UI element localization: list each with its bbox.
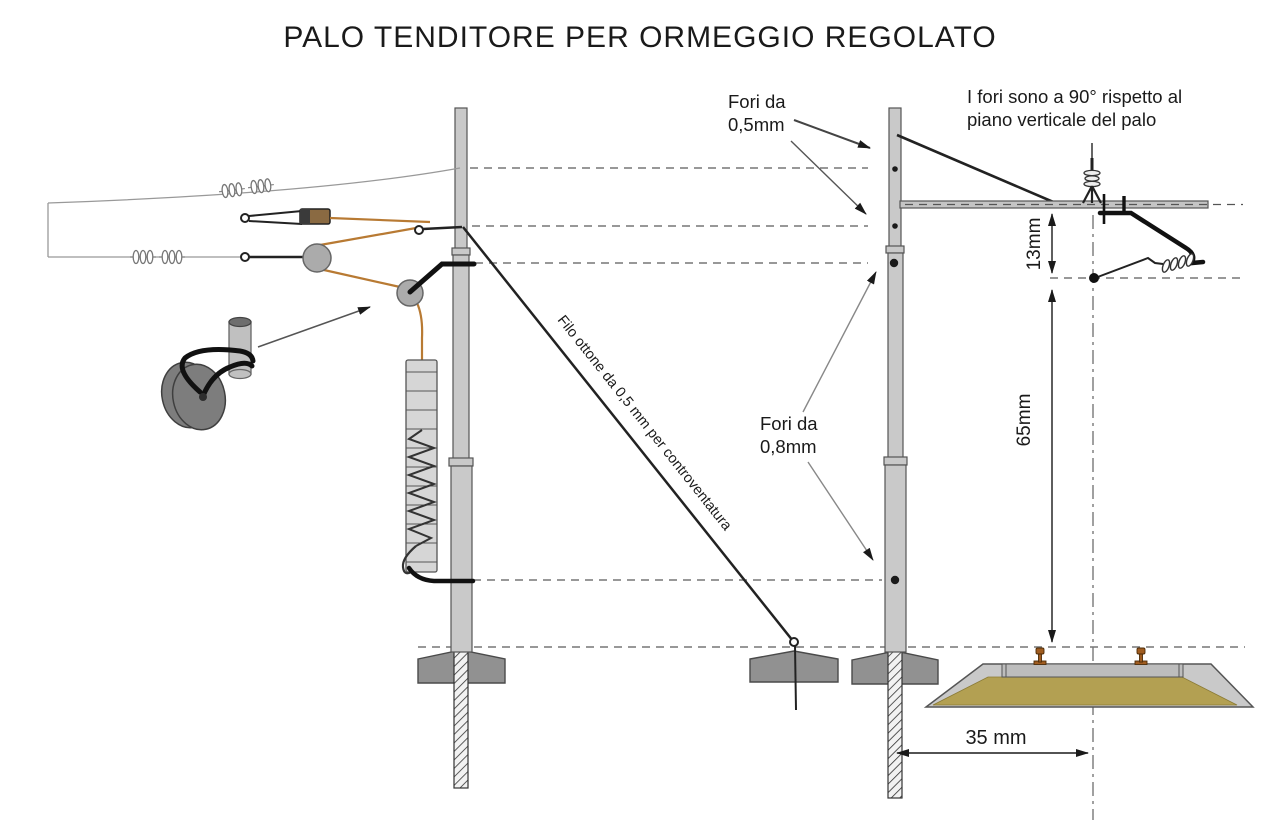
detail-callout-arrow (257, 306, 371, 348)
roadbed-slab (1001, 663, 1184, 678)
label-holes-0_5mm-line1: Fori da (728, 91, 786, 112)
hole-0_5mm-lower (892, 223, 898, 229)
pulley-mount-detail (160, 306, 371, 431)
pulley-bracket (407, 261, 477, 295)
guy-anchor-rod (794, 645, 797, 711)
hole-0_8mm-upper (889, 258, 899, 268)
span-wires (47, 167, 461, 265)
brass-wire-upper (329, 216, 431, 224)
leader-arrow-hole4 (807, 461, 874, 561)
eyelet-icon (240, 213, 250, 223)
drop-wire (1097, 210, 1206, 266)
cantilever-assembly (896, 133, 1243, 283)
pole-tie (422, 225, 463, 231)
eyelet-icon (414, 225, 424, 235)
leader-arrow-hole2 (790, 140, 867, 215)
guy-wire (462, 226, 799, 711)
left-pole-mid-section (452, 254, 470, 464)
guy-wire-label: Filo ottone da 0,5 mm per controventatur… (554, 313, 735, 535)
bar-insulator-icon (1082, 143, 1102, 204)
brass-wire-p1-bottom (323, 268, 401, 289)
brass-wire-p1-top (319, 226, 417, 247)
mount-wire-strand-1 (200, 360, 255, 399)
coil-spring (406, 429, 437, 547)
leader-arrow-hole3 (802, 271, 877, 413)
rail-right (1134, 647, 1148, 665)
right-pole-collar (885, 245, 905, 254)
label-holes-0_8mm-line1: Fori da (760, 413, 818, 434)
left-pole-collar (451, 247, 471, 256)
pulley-1 (302, 243, 332, 273)
cantilever-bar (899, 200, 1209, 209)
spring-box (401, 359, 476, 584)
right-pole-sleeve-cap (883, 456, 908, 466)
messenger-wire (47, 167, 461, 204)
pulley-rig (240, 225, 477, 430)
right-pole (883, 107, 908, 653)
turnbuckle-band (300, 209, 310, 224)
spring-pole-tie (406, 565, 476, 584)
left-pole-top-section (454, 107, 468, 255)
page-title: PALO TENDITORE PER ORMEGGIO REGOLATO (283, 21, 996, 54)
anchor-point (1089, 273, 1099, 283)
label-holes-0_5mm-line2: 0,5mm (728, 114, 785, 135)
post-top (228, 316, 252, 328)
post-bottom (228, 368, 252, 380)
note-line2: piano verticale del palo (967, 109, 1156, 130)
right-pole-mid-section (887, 252, 904, 460)
spring-hook (401, 545, 417, 575)
left-pole-sleeve-cap (448, 457, 474, 467)
stay-wire (896, 133, 1059, 206)
left-pole-buried-rod (453, 649, 469, 789)
hole-0_5mm-upper (892, 166, 898, 172)
tension-spring-icon (1161, 253, 1195, 273)
left-pole-sleeve (450, 465, 473, 653)
right-pole-buried-rod (887, 649, 903, 799)
note-line1: I fori sono a 90° rispetto al (967, 86, 1182, 107)
anchor-tie-wire (1094, 256, 1164, 279)
dimensions (896, 213, 1089, 757)
foundation-blocks (417, 649, 939, 685)
brass-wire-to-spring (415, 302, 424, 430)
rail-left (1033, 647, 1047, 665)
mount-wire-strand-2 (179, 347, 256, 395)
hole-0_8mm-lower (890, 575, 900, 585)
leader-arrow-hole1 (793, 119, 871, 149)
track-cross-section (923, 647, 1255, 708)
left-pole (448, 107, 474, 653)
dim-label-35mm: 35 mm (965, 727, 1026, 749)
dim-label-13mm: 13mm (1024, 218, 1045, 271)
guy-wire-line (462, 226, 794, 642)
pulley-hub (199, 393, 207, 401)
right-pole-sleeve (884, 464, 907, 653)
label-holes-0_8mm-line2: 0,8mm (760, 436, 817, 457)
eyelet-icon (789, 637, 799, 647)
pole-holes (889, 166, 900, 585)
dim-label-65mm: 65mm (1014, 394, 1035, 447)
annotations: Fori da 0,5mm Fori da 0,8mm I fori sono … (554, 86, 1182, 561)
turnbuckle (240, 208, 431, 225)
guide-dashed-lines (418, 167, 1245, 648)
guy-anchor-foundation (749, 650, 839, 683)
eyelet-icon (240, 252, 250, 262)
